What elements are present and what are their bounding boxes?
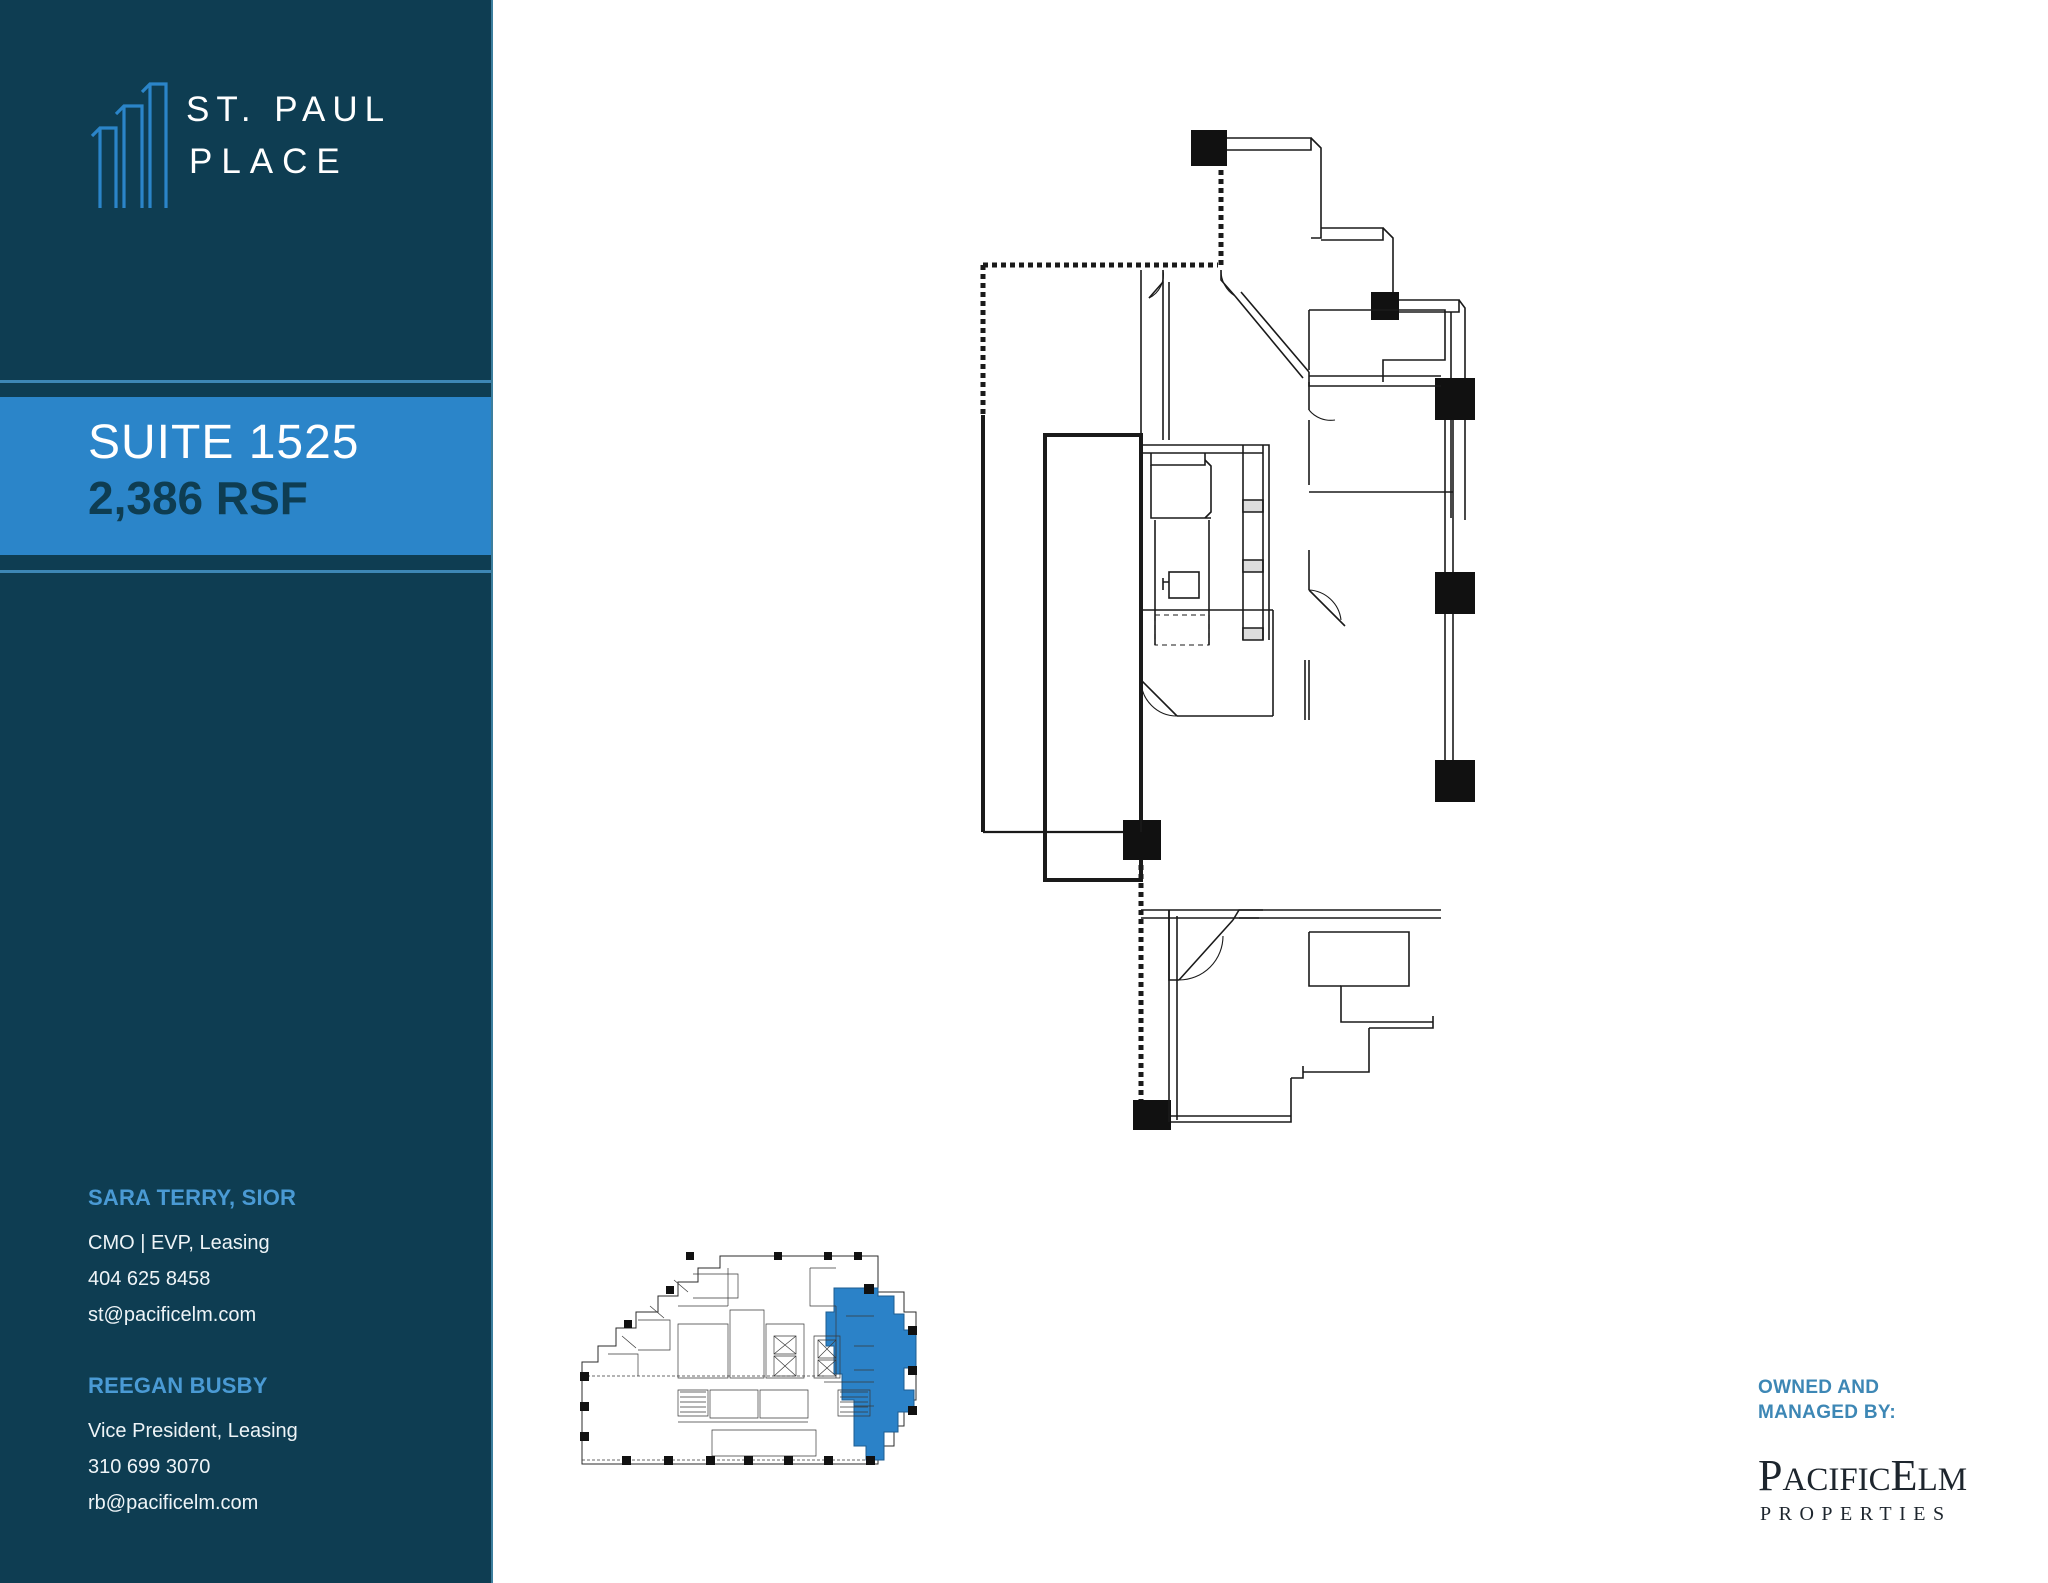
owned-managed-block: OWNED AND MANAGED BY: PACIFICELM PROPERT… xyxy=(1758,1375,2038,1526)
brand-wordmark: ST. PAUL PLACE xyxy=(186,84,391,188)
pe-lm: LM xyxy=(1917,1462,1968,1498)
divider-above-banner xyxy=(0,380,493,383)
suite-area: 2,386 RSF xyxy=(88,472,308,524)
brand-line-2: PLACE xyxy=(189,142,349,181)
floor-key-plan xyxy=(578,1250,928,1500)
brand-line-1: ST. PAUL xyxy=(186,90,392,129)
three-buildings-icon xyxy=(88,78,168,208)
pacific-elm-wordmark: PACIFICELM xyxy=(1758,1453,2038,1503)
suite-banner: SUITE 1525 2,386 RSF xyxy=(0,397,493,555)
contact-phone[interactable]: 404 625 8458 xyxy=(88,1268,211,1290)
sidebar-edge-line xyxy=(491,0,493,1583)
owned-line-1: OWNED AND xyxy=(1758,1377,1880,1398)
pe-cap-p: P xyxy=(1758,1451,1783,1500)
pacific-elm-subtitle: PROPERTIES xyxy=(1760,1503,1952,1525)
contact-phone[interactable]: 310 699 3070 xyxy=(88,1456,211,1478)
owned-line-2: MANAGED BY: xyxy=(1758,1402,1897,1423)
pe-cap-e: E xyxy=(1890,1451,1918,1500)
contact-title: CMO | EVP, Leasing xyxy=(88,1232,270,1254)
highlighted-suite-area xyxy=(825,1287,917,1461)
contact-name: SARA TERRY, SIOR xyxy=(88,1185,297,1210)
pacific-elm-logo: PACIFICELM PROPERTIES xyxy=(1758,1453,2038,1526)
contact-title: Vice President, Leasing xyxy=(88,1420,298,1442)
pe-acific: ACIFIC xyxy=(1782,1462,1891,1498)
contact-email[interactable]: st@pacificelm.com xyxy=(88,1304,257,1326)
contact-email[interactable]: rb@pacificelm.com xyxy=(88,1492,259,1514)
divider-below-banner xyxy=(0,570,493,573)
sidebar: ST. PAUL PLACE SUITE 1525 2,386 RSF SARA… xyxy=(0,0,493,1583)
suite-floor-plan xyxy=(973,120,1793,1138)
contact-card: REEGAN BUSBY Vice President, Leasing 310… xyxy=(88,1373,448,1521)
suite-number: SUITE 1525 xyxy=(88,416,360,469)
contact-name: REEGAN BUSBY xyxy=(88,1373,268,1398)
contact-list: SARA TERRY, SIOR CMO | EVP, Leasing 404 … xyxy=(88,1185,448,1561)
contact-card: SARA TERRY, SIOR CMO | EVP, Leasing 404 … xyxy=(88,1185,448,1333)
brand-logo: ST. PAUL PLACE xyxy=(88,78,448,208)
main-content: OWNED AND MANAGED BY: PACIFICELM PROPERT… xyxy=(493,0,2048,1583)
